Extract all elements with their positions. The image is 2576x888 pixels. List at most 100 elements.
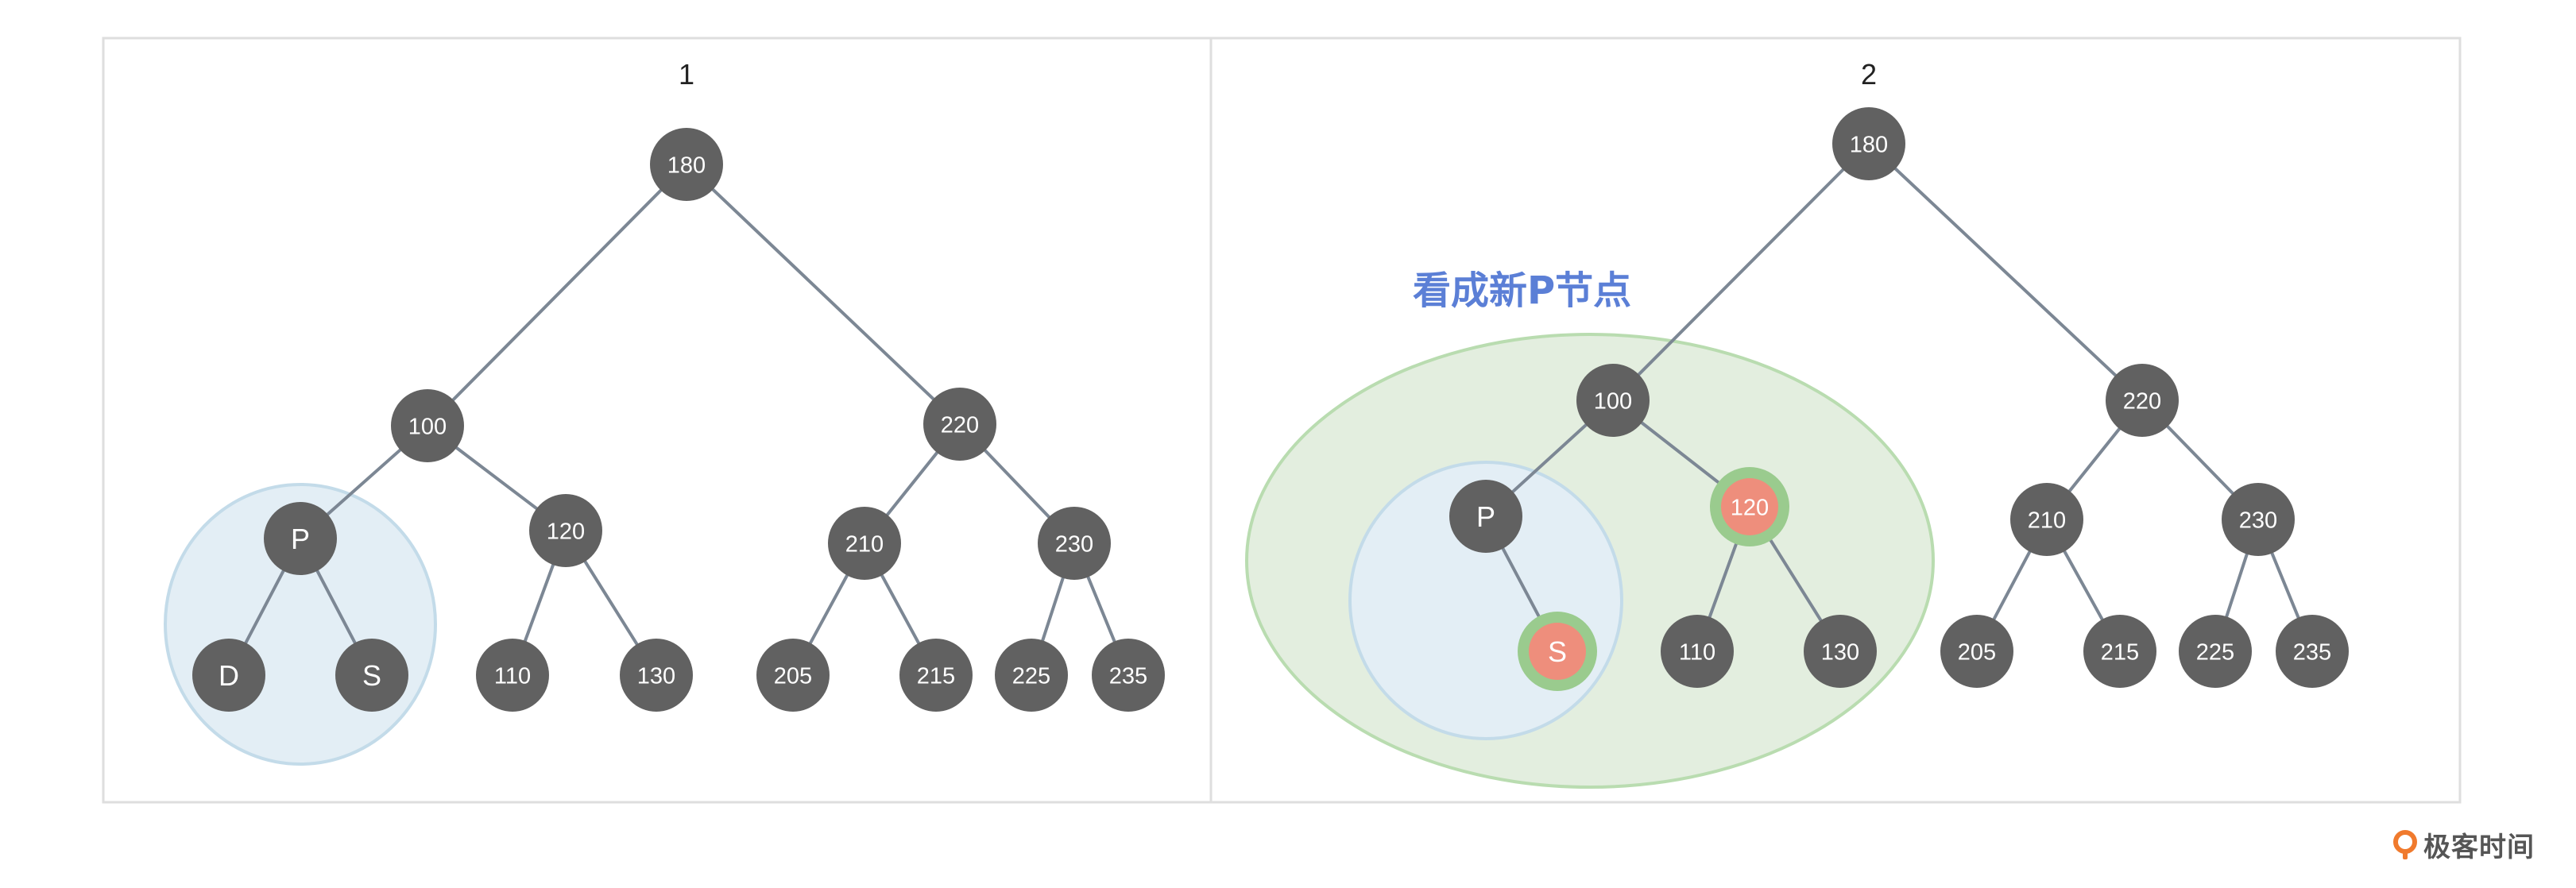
- tree-node-225: 225: [995, 639, 1068, 712]
- node-label: 220: [941, 412, 979, 438]
- node-label: 230: [1055, 531, 1093, 557]
- node-circle: [192, 639, 265, 712]
- tree-node-p: P: [264, 502, 337, 575]
- tree-node-220: 220: [923, 388, 996, 461]
- tree-node-110: 110: [476, 639, 549, 712]
- tree-node-d: D: [192, 639, 265, 712]
- node-circle: [2083, 615, 2156, 688]
- node-label: 210: [2028, 508, 2066, 533]
- tree-node-235: 235: [1092, 639, 1165, 712]
- tree-node-s: S: [1518, 612, 1597, 691]
- tree-node-100: 100: [391, 389, 464, 462]
- panel-2-title: 2: [1861, 58, 1877, 91]
- node-circle: [1092, 639, 1165, 712]
- tree-node-p: P: [1449, 480, 1522, 553]
- edge-180-100: [426, 163, 688, 427]
- tree-node-205: 205: [756, 639, 830, 712]
- node-circle: [1832, 107, 1905, 180]
- tree-node-180: 180: [650, 128, 723, 201]
- tree-node-s: S: [335, 639, 408, 712]
- node-circle: [335, 639, 408, 712]
- node-circle: [2222, 483, 2295, 556]
- node-label: 130: [637, 663, 675, 689]
- tree-node-180: 180: [1832, 107, 1905, 180]
- edge-180-100: [1611, 142, 1870, 402]
- node-circle: [1449, 480, 1522, 553]
- node-label: 100: [408, 414, 447, 439]
- node-label: S: [1548, 635, 1567, 668]
- node-label: 130: [1821, 639, 1859, 665]
- geektime-logo-icon: [2393, 829, 2417, 859]
- tree-node-210: 210: [2010, 483, 2083, 556]
- node-label: 180: [667, 153, 706, 178]
- tree-node-215: 215: [899, 639, 973, 712]
- tree-node-210: 210: [828, 507, 901, 580]
- node-circle: [2106, 364, 2179, 437]
- tree-node-120: 120: [529, 494, 602, 567]
- tree-node-215: 215: [2083, 615, 2156, 688]
- tree-node-235: 235: [2276, 615, 2349, 688]
- node-label: 180: [1850, 132, 1888, 157]
- node-label: P: [291, 523, 310, 555]
- node-circle: [476, 639, 549, 712]
- node-label: 225: [2196, 639, 2234, 665]
- node-circle: [1661, 615, 1734, 688]
- tree-node-230: 230: [2222, 483, 2295, 556]
- tree-node-120: 120: [1710, 467, 1789, 546]
- node-circle: [2010, 483, 2083, 556]
- tree-node-100: 100: [1576, 364, 1650, 437]
- node-label: 205: [774, 663, 812, 689]
- panel-2-frame: [1209, 37, 2462, 804]
- node-circle: [756, 639, 830, 712]
- node-circle: [995, 639, 1068, 712]
- tree-node-130: 130: [1804, 615, 1877, 688]
- highlight-node-circle: [1721, 478, 1778, 535]
- tree-node-205: 205: [1940, 615, 2013, 688]
- tree-node-110: 110: [1661, 615, 1734, 688]
- tree-node-130: 130: [620, 639, 693, 712]
- node-label: 210: [845, 531, 884, 557]
- node-circle: [529, 494, 602, 567]
- node-label: 220: [2123, 388, 2161, 414]
- tree-node-220: 220: [2106, 364, 2179, 437]
- node-circle: [1940, 615, 2013, 688]
- node-circle: [650, 128, 723, 201]
- node-label: P: [1476, 500, 1495, 533]
- node-circle: [923, 388, 996, 461]
- brand-watermark: 极客时间: [2392, 825, 2535, 864]
- node-label: D: [219, 659, 239, 692]
- node-label: 110: [1679, 639, 1715, 665]
- node-circle: [2276, 615, 2349, 688]
- node-circle: [1038, 507, 1111, 580]
- edge-180-220: [685, 163, 961, 426]
- node-circle: [899, 639, 973, 712]
- panel-1-title: 1: [679, 58, 694, 91]
- node-circle: [1576, 364, 1650, 437]
- node-label: 120: [547, 519, 585, 544]
- new-p-node-annotation: 看成新P节点: [1413, 268, 1631, 313]
- node-label: 205: [1958, 639, 1996, 665]
- node-circle: [391, 389, 464, 462]
- node-circle: [828, 507, 901, 580]
- brand-name: 极客时间: [2423, 832, 2535, 863]
- node-label: S: [362, 659, 381, 692]
- node-circle: [620, 639, 693, 712]
- highlight-node-circle: [1529, 623, 1586, 680]
- tree-node-225: 225: [2179, 615, 2252, 688]
- edge-180-220: [1867, 142, 2144, 402]
- node-label: 230: [2239, 508, 2277, 533]
- node-label: 100: [1594, 388, 1632, 414]
- tree-node-230: 230: [1038, 507, 1111, 580]
- node-circle: [1804, 615, 1877, 688]
- node-label: 235: [2293, 639, 2331, 665]
- node-label: 215: [917, 663, 955, 689]
- node-circle: [264, 502, 337, 575]
- node-label: 225: [1012, 663, 1050, 689]
- node-circle: [2179, 615, 2252, 688]
- node-label: 110: [494, 663, 531, 689]
